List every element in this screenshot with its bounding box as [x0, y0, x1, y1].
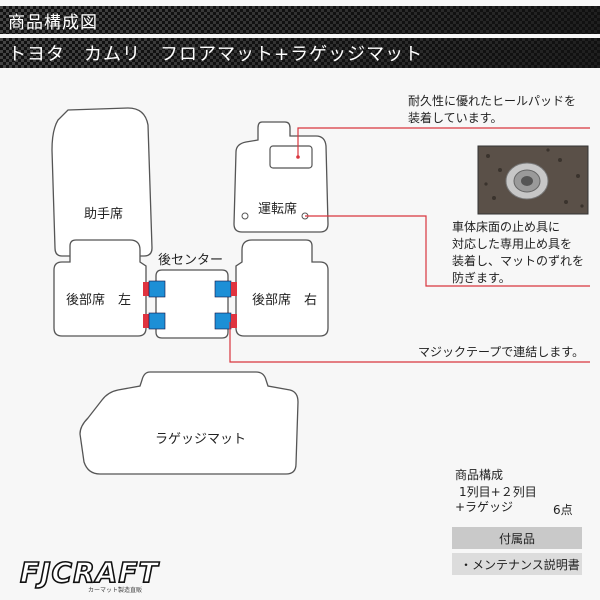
page-title: 商品構成図: [8, 12, 98, 33]
velcro-red-tab: [231, 314, 237, 328]
velcro-blue-tab: [148, 280, 166, 298]
rear-right-label: 後部席 右: [252, 293, 318, 308]
velcro-blue-tab: [214, 280, 232, 298]
fjcraft-logo: FJCRAFT カーマット製造直販: [19, 555, 159, 594]
product-name: トヨタ カムリ フロアマット+ラゲッジマット: [8, 44, 424, 65]
velcro-red-tab: [143, 282, 149, 296]
velcro-blue-tab: [148, 312, 166, 330]
fastener-leader-line: [305, 215, 590, 287]
rear-center-mat-outline: [155, 269, 229, 339]
fastener-photo: [477, 145, 589, 215]
composition-count: 6点: [553, 503, 573, 517]
heel-pad: [269, 145, 313, 169]
velcro-blue-tab: [214, 312, 232, 330]
accessories-item: ・メンテナンス説明書: [452, 553, 582, 575]
logo-text: FJCRAFT: [20, 556, 159, 589]
composition-line1: 1列目+２列目: [459, 485, 537, 499]
composition-title: 商品構成: [455, 468, 504, 482]
rear-center-label: 後センター: [158, 253, 224, 268]
accessories-header: 付属品: [452, 527, 582, 549]
velcro-leader-line: [229, 322, 590, 363]
driver-seat-label: 運転席: [258, 202, 298, 217]
rear-right-mat-outline: [235, 239, 329, 337]
luggage-mat-outline: [79, 371, 299, 475]
rear-left-label: 後部席 左: [66, 293, 132, 308]
fastener-note: 車体床面の止め具に 対応した専用止め具を 装着し、マットのずれを 防ぎます。: [452, 220, 585, 285]
velcro-red-tab: [231, 282, 237, 296]
velcro-red-tab: [143, 314, 149, 328]
heel-pad-note: 耐久性に優れたヒールパッドを 装着しています。: [408, 94, 577, 125]
passenger-mat-outline: [51, 107, 153, 257]
logo-tagline: カーマット製造直販: [88, 586, 142, 594]
mat-diagram: [51, 107, 590, 475]
title-bar: 商品構成図: [0, 6, 600, 34]
luggage-mat-label: ラゲッジマット: [155, 432, 247, 447]
heel-pad-leader-line: [297, 127, 590, 157]
fastener-hole-left: [241, 212, 249, 220]
velcro-note: マジックテープで連結します。: [418, 345, 585, 359]
subtitle-bar: トヨタ カムリ フロアマット+ラゲッジマット: [0, 38, 600, 68]
passenger-seat-label: 助手席: [84, 207, 124, 222]
composition-line2: +ラゲッジ: [455, 500, 514, 514]
rear-left-mat-outline: [53, 239, 147, 337]
